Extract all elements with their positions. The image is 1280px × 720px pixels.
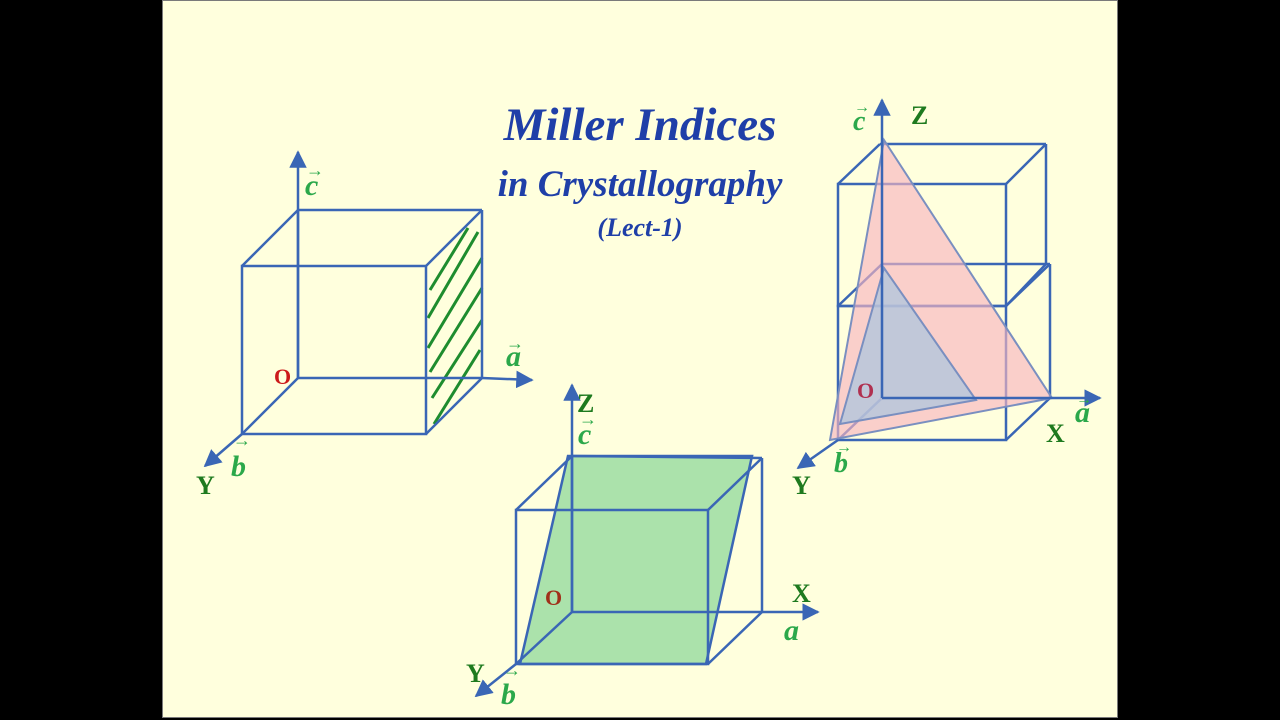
hatched-plane: [426, 227, 484, 425]
left-vector-b-label: b: [231, 450, 246, 483]
right-axis-y-label: Y: [792, 471, 811, 500]
left-cube-diagram: [203, 150, 534, 468]
right-axes: [796, 98, 1102, 470]
slide-subtitle: in Crystallography: [497, 164, 783, 205]
left-vector-a-arrow: →: [506, 333, 524, 353]
blue-plane: [838, 265, 978, 426]
right-vector-a-label: a: [1075, 396, 1090, 429]
bottom-axis-x-label: X: [792, 579, 811, 608]
left-vector-c-label: c: [305, 169, 318, 202]
right-vector-a-arrow: →: [1076, 391, 1092, 408]
bottom-cube-diagram: [474, 383, 820, 698]
right-vector-b-arrow: →: [836, 439, 852, 456]
bottom-axis-z-label: Z: [577, 389, 594, 418]
bottom-vector-b-label: b: [501, 678, 516, 711]
right-vector-c-arrow: →: [854, 99, 870, 116]
bottom-origin-label: O: [545, 585, 562, 610]
right-axis-z-label: Z: [911, 101, 928, 130]
right-axis-x-label: X: [1046, 419, 1065, 448]
left-vector-a-label: a: [506, 340, 521, 373]
right-vector-b-label: b: [834, 448, 848, 479]
bottom-vector-a-label: a: [784, 614, 799, 647]
right-vector-c-label: c: [853, 106, 866, 137]
left-vector-b-arrow: →: [233, 430, 251, 450]
right-origin-label: O: [857, 378, 874, 403]
slide-title: Miller Indices: [503, 99, 777, 151]
bottom-axis-y-label: Y: [466, 659, 485, 688]
bottom-vector-b-arrow: →: [503, 660, 521, 680]
bottom-vector-c-arrow: →: [579, 409, 597, 429]
green-plane: [518, 454, 754, 666]
left-vector-c-arrow: →: [306, 160, 324, 180]
lecture-number: (Lect-1): [597, 213, 683, 242]
left-axis-y-label: Y: [196, 471, 215, 500]
bottom-vector-c-label: c: [578, 418, 591, 451]
left-origin-label: O: [274, 364, 291, 389]
